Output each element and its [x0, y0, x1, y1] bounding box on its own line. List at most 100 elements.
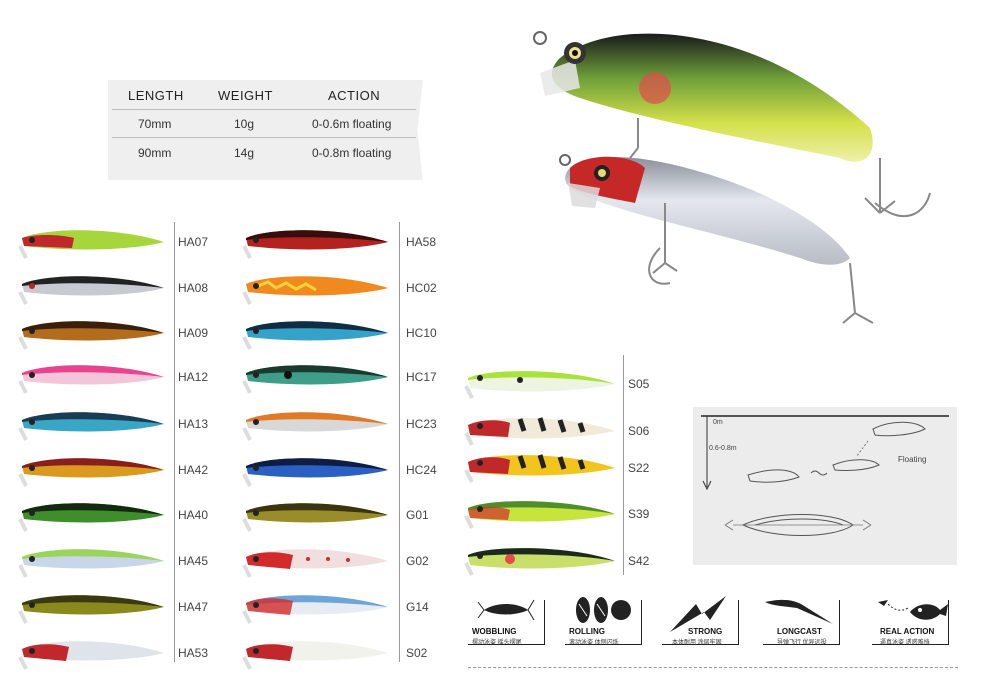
lure-item: HC17 — [238, 357, 437, 395]
feature-frame — [468, 600, 545, 645]
lure-image — [242, 321, 388, 350]
lure-image — [242, 276, 388, 305]
lure-code: HA08 — [178, 281, 209, 295]
lure-code: HA09 — [178, 326, 209, 340]
diagram-drawing — [701, 415, 949, 536]
column-divider — [623, 355, 624, 575]
lure-image — [18, 321, 164, 350]
feature-rolling: ROLLING 滚动泳姿 体侧闪烁 — [565, 594, 642, 646]
lure-item: S22 — [460, 448, 660, 486]
real-action-icon — [878, 600, 948, 620]
lure-image — [242, 412, 388, 441]
lure-code: S39 — [628, 507, 650, 521]
lure-code: HA53 — [178, 646, 209, 660]
row2-action: 0-0.8m floating — [312, 146, 392, 160]
table-divider — [112, 109, 416, 110]
lure-item: G01 — [238, 495, 429, 533]
lure-item: G02 — [238, 541, 429, 579]
feature-title: WOBBLING — [472, 627, 517, 636]
lure-code: HA07 — [178, 235, 209, 249]
action-diagram: 0m 0.6-0.8m Floating — [693, 407, 957, 565]
row1-action: 0-0.6m floating — [312, 117, 392, 131]
feature-title: ROLLING — [569, 627, 605, 636]
lure-image — [464, 501, 615, 529]
feature-frame — [872, 600, 949, 645]
lure-item: HC02 — [238, 268, 437, 306]
spec-table: LENGTH WEIGHT ACTION 70mm 10g 0-0.6m flo… — [108, 80, 430, 180]
lure-code: HC10 — [406, 326, 437, 340]
header-weight: WEIGHT — [218, 88, 273, 103]
lure-item: HA47 — [14, 587, 208, 625]
lure-code: S02 — [406, 646, 428, 660]
feature-real-action: REAL ACTION 逼真泳姿 诱惑难挡 — [872, 594, 949, 646]
lure-item: HA58 — [238, 222, 436, 260]
lure-item: S42 — [460, 541, 660, 579]
feature-wobbling: WOBBLING 摆动泳姿 摇头摆尾 — [468, 594, 545, 646]
floating-label: Floating — [898, 455, 927, 464]
lure-image — [18, 458, 164, 487]
lure-code: S05 — [628, 377, 650, 391]
header-action: ACTION — [328, 88, 381, 103]
feature-subtitle: 滚动泳姿 体侧闪烁 — [569, 640, 619, 646]
lure-image — [464, 454, 615, 483]
lure-item: HA09 — [14, 313, 208, 351]
lure-item: HA08 — [14, 268, 208, 306]
lure-code: HA58 — [406, 235, 437, 249]
feature-longcast: LONGCAST 导弹飞行 优异远投 — [763, 594, 840, 646]
feature-frame — [565, 600, 642, 645]
depth-range-label: 0.6-0.8m — [709, 445, 737, 452]
feature-subtitle: 逼真泳姿 诱惑难挡 — [880, 640, 930, 646]
lure-item: HA13 — [14, 404, 208, 442]
feature-title: LONGCAST — [777, 627, 822, 636]
feature-title: REAL ACTION — [880, 627, 935, 636]
lure-image — [242, 549, 388, 578]
lure-item: HC10 — [238, 313, 437, 351]
lure-code: HA47 — [178, 600, 209, 614]
lure-item: G14 — [238, 587, 429, 625]
feature-subtitle: 导弹飞行 优异远投 — [777, 640, 827, 646]
lure-image — [242, 365, 388, 394]
row1-length: 70mm — [138, 117, 172, 131]
lure-image — [18, 549, 164, 578]
row2-weight: 14g — [234, 146, 255, 160]
lure-item: S05 — [460, 364, 660, 402]
lure-code: HC17 — [406, 370, 437, 384]
feature-frame — [763, 600, 840, 645]
lure-code: HA45 — [178, 554, 209, 568]
column-divider — [399, 222, 400, 662]
lure-code: G14 — [406, 600, 429, 614]
lure-code: HA40 — [178, 508, 209, 522]
lure-image — [464, 371, 615, 399]
lure-item: HC23 — [238, 404, 437, 442]
lure-code: G02 — [406, 554, 429, 568]
footer-divider — [468, 667, 958, 668]
lure-item: HC24 — [238, 450, 437, 488]
longcast-icon — [765, 599, 833, 624]
feature-title: STRONG — [688, 627, 723, 636]
row2-length: 90mm — [138, 146, 172, 160]
lure-item: HA12 — [14, 357, 208, 395]
lure-code: HA12 — [178, 370, 209, 384]
column-divider — [174, 222, 175, 662]
lure-item: HA07 — [14, 222, 208, 260]
feature-frame — [662, 600, 739, 645]
lure-item: S06 — [460, 411, 660, 449]
wobbling-icon — [477, 599, 535, 621]
table-divider — [112, 137, 416, 138]
lure-image — [18, 412, 164, 441]
lure-image — [18, 595, 164, 624]
lure-code: HC02 — [406, 281, 437, 295]
lure-item: HA53 — [14, 633, 208, 671]
depth-top-label: 0m — [713, 419, 723, 426]
lure-code: S22 — [628, 461, 650, 475]
lure-item: HA42 — [14, 450, 208, 488]
hero-lures-image — [533, 31, 931, 324]
lure-code: S06 — [628, 424, 650, 438]
lure-image — [18, 230, 164, 259]
lure-image — [242, 641, 388, 670]
lure-code: HC23 — [406, 417, 437, 431]
lure-code: HA42 — [178, 463, 209, 477]
feature-strong: STRONG 本体耐用 涂层牢固 — [662, 594, 739, 646]
lure-item: HA40 — [14, 495, 208, 533]
row1-weight: 10g — [234, 117, 255, 131]
